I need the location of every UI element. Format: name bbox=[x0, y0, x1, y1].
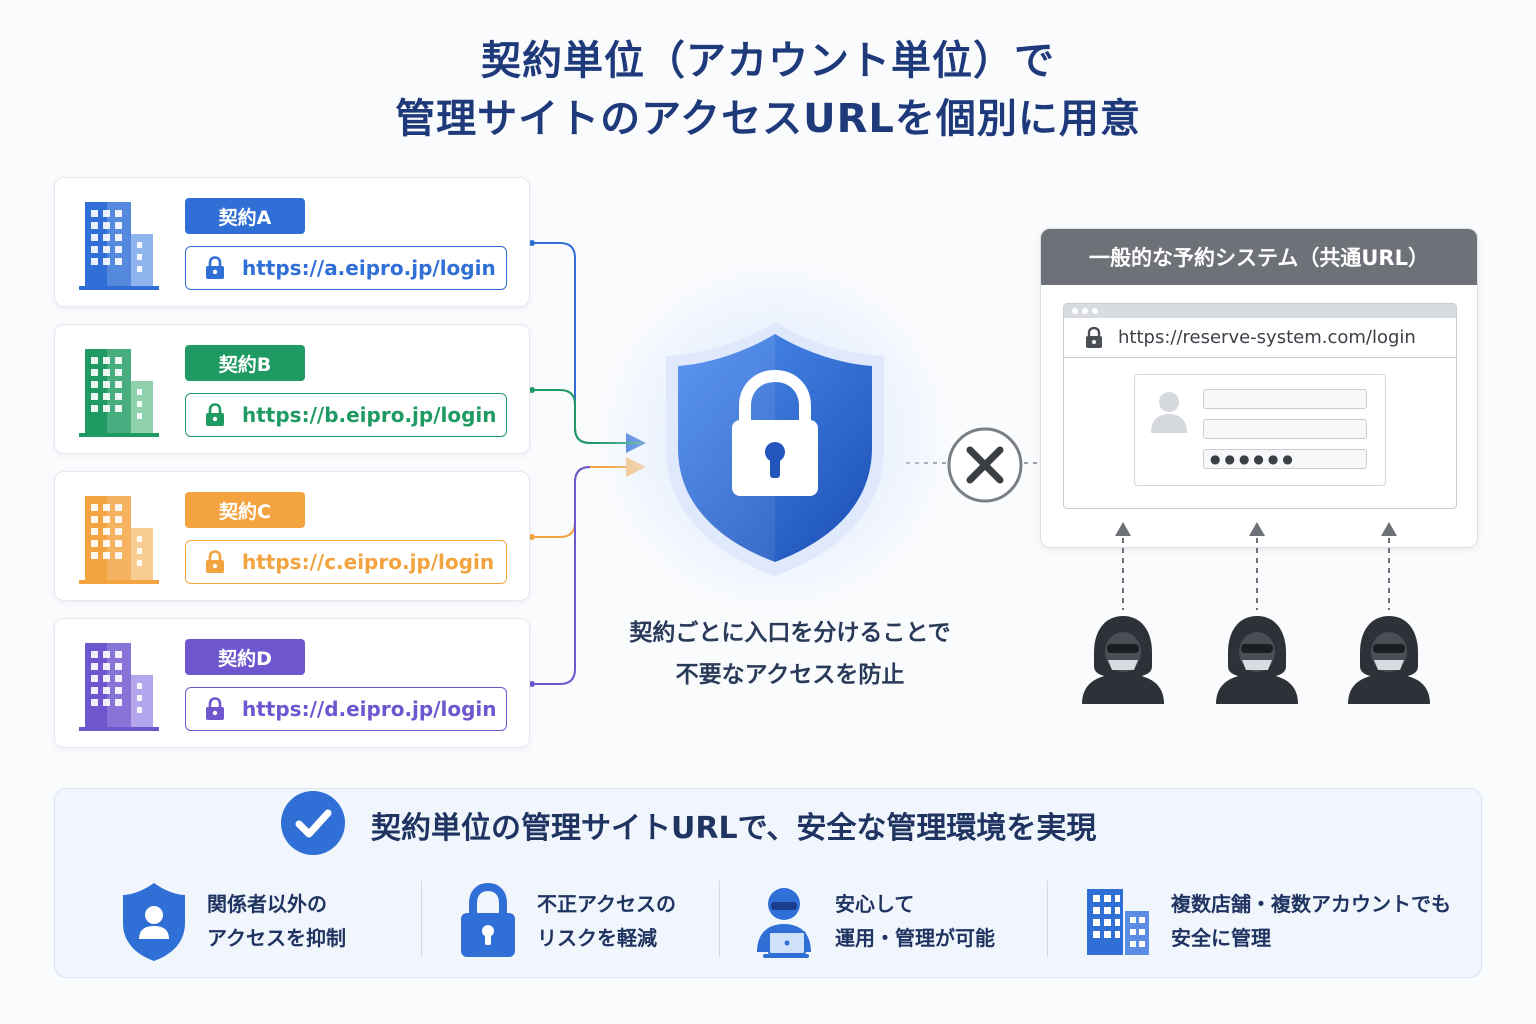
contract-badge: 契約B bbox=[185, 345, 305, 381]
contract-badge: 契約D bbox=[185, 639, 305, 675]
lock-icon bbox=[206, 697, 224, 720]
feature-4-line-2: 安全に管理 bbox=[1171, 926, 1271, 950]
page-title: 契約単位（アカウント単位）で 管理サイトのアクセスURLを個別に用意 bbox=[0, 32, 1536, 148]
divider bbox=[719, 881, 720, 957]
summary-headline: 契約単位の管理サイトURLで、安全な管理環境を実現 bbox=[371, 811, 1097, 846]
building-icon bbox=[79, 643, 159, 731]
hooded-attacker-icon bbox=[1082, 616, 1164, 704]
feature-3-line-2: 運用・管理が可能 bbox=[835, 926, 995, 950]
id-field[interactable] bbox=[1203, 419, 1367, 439]
center-caption: 契約ごとに入口を分けることで 不要なアクセスを防止 bbox=[560, 612, 1020, 696]
generic-url: https://reserve-system.com/login bbox=[1118, 327, 1416, 348]
feature-2: 不正アクセスの リスクを軽減 bbox=[459, 881, 676, 961]
browser-titlebar bbox=[1064, 304, 1456, 318]
divider bbox=[1047, 881, 1048, 957]
hooded-attacker-icon bbox=[1348, 616, 1430, 704]
center-caption-line-2: 不要なアクセスを防止 bbox=[675, 662, 905, 688]
contract-card: 契約C https://c.eipro.jp/login bbox=[54, 471, 530, 601]
feature-4-line-1: 複数店舗・複数アカウントでも bbox=[1171, 892, 1451, 916]
check-circle-icon bbox=[281, 791, 345, 855]
building-icon bbox=[79, 349, 159, 437]
contract-badge: 契約C bbox=[185, 492, 305, 528]
attack-arrow bbox=[1115, 522, 1131, 610]
feature-3: 安心して 運用・管理が可能 bbox=[753, 881, 995, 961]
user-icon bbox=[1151, 392, 1187, 433]
building-icon bbox=[79, 496, 159, 584]
feature-3-line-1: 安心して bbox=[835, 892, 915, 916]
password-mask: ●●●●●● bbox=[1210, 452, 1297, 466]
user-shield-icon bbox=[123, 883, 185, 961]
title-line-1: 契約単位（アカウント単位）で bbox=[481, 38, 1055, 84]
operator-laptop-icon bbox=[757, 888, 811, 958]
contract-url: https://a.eipro.jp/login bbox=[242, 256, 496, 280]
contract-url: https://d.eipro.jp/login bbox=[242, 697, 497, 721]
feature-1: 関係者以外の アクセスを抑制 bbox=[121, 881, 346, 961]
padlock-icon bbox=[461, 883, 515, 957]
feature-4: 複数店舗・複数アカウントでも 安全に管理 bbox=[1085, 881, 1451, 961]
buildings-icon bbox=[1087, 889, 1149, 955]
username-field[interactable] bbox=[1203, 389, 1367, 409]
feature-2-line-2: リスクを軽減 bbox=[537, 926, 657, 950]
feature-1-line-1: 関係者以外の bbox=[207, 892, 327, 916]
attack-arrow bbox=[1381, 522, 1397, 610]
login-form: ●●●●●● bbox=[1134, 374, 1386, 486]
contract-url-link[interactable]: https://a.eipro.jp/login bbox=[185, 246, 507, 290]
blocked-x-icon bbox=[947, 427, 1023, 503]
lock-icon bbox=[206, 550, 224, 573]
generic-system-header: 一般的な予約システム（共通URL） bbox=[1041, 229, 1477, 285]
feature-1-line-2: アクセスを抑制 bbox=[207, 926, 346, 950]
hooded-attacker-icon bbox=[1216, 616, 1298, 704]
feature-2-line-1: 不正アクセスの bbox=[537, 892, 676, 916]
title-line-2: 管理サイトのアクセスURLを個別に用意 bbox=[395, 96, 1141, 142]
divider bbox=[421, 881, 422, 957]
contract-url: https://c.eipro.jp/login bbox=[242, 550, 495, 574]
contract-badge: 契約A bbox=[185, 198, 305, 234]
contract-card: 契約B https://b.eipro.jp/login bbox=[54, 324, 530, 454]
contract-url-link[interactable]: https://c.eipro.jp/login bbox=[185, 540, 507, 584]
lock-icon bbox=[1086, 326, 1102, 348]
building-icon bbox=[79, 202, 159, 290]
address-bar[interactable]: https://reserve-system.com/login bbox=[1064, 318, 1456, 358]
contract-card: 契約D https://d.eipro.jp/login bbox=[54, 618, 530, 748]
lock-icon bbox=[206, 256, 224, 279]
browser-mock: https://reserve-system.com/login ●●●●●● bbox=[1063, 303, 1457, 509]
connector-d bbox=[530, 466, 591, 685]
summary-panel: 契約単位の管理サイトURLで、安全な管理環境を実現 関係者以外の アクセスを抑制… bbox=[54, 788, 1482, 978]
center-caption-line-1: 契約ごとに入口を分けることで bbox=[629, 620, 951, 646]
contract-url-link[interactable]: https://b.eipro.jp/login bbox=[185, 393, 507, 437]
shield-lock-icon bbox=[666, 322, 884, 576]
contract-url: https://b.eipro.jp/login bbox=[242, 403, 497, 427]
generic-system-window: 一般的な予約システム（共通URL） https://reserve-system… bbox=[1040, 228, 1478, 548]
password-field[interactable]: ●●●●●● bbox=[1203, 449, 1367, 469]
contract-url-link[interactable]: https://d.eipro.jp/login bbox=[185, 687, 507, 731]
contract-card: 契約A https://a.eipro.jp/login bbox=[54, 177, 530, 307]
connector-b bbox=[530, 389, 642, 444]
lock-icon bbox=[206, 403, 224, 426]
attack-arrow bbox=[1249, 522, 1265, 610]
